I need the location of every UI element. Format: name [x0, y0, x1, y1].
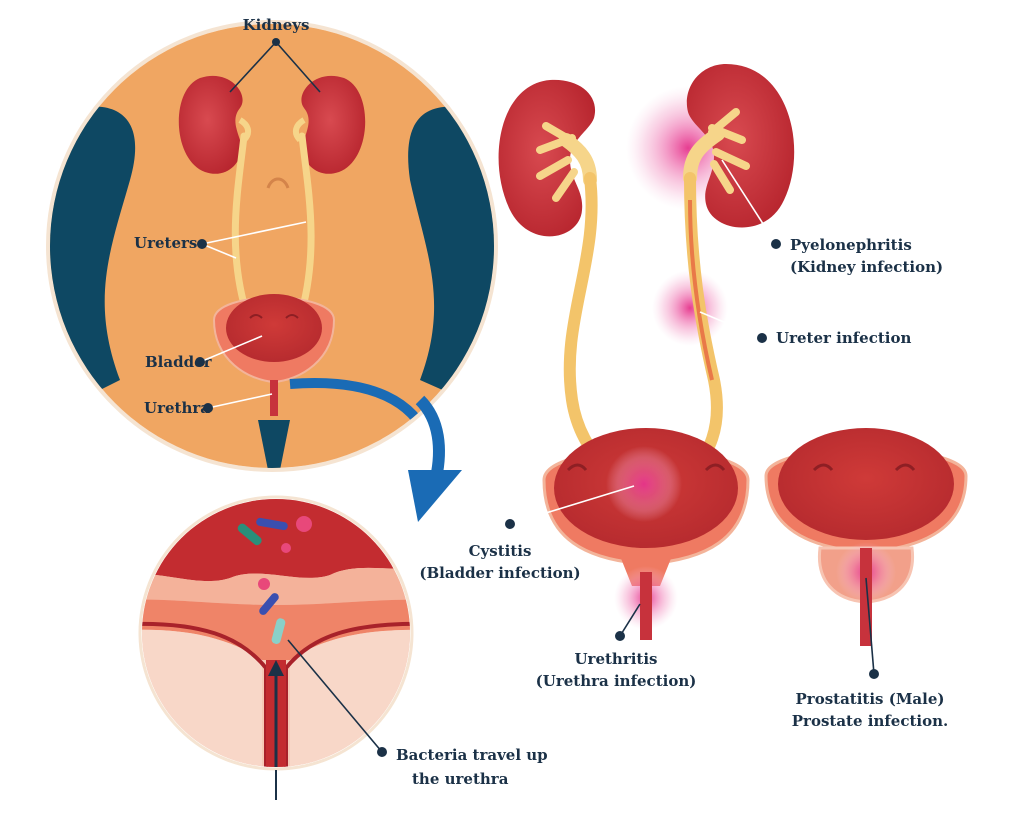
label-ureter-infection: Ureter infection	[776, 329, 911, 347]
label-cystitis-line1: Cystitis	[469, 542, 532, 560]
bacterium-rod-1	[237, 523, 262, 546]
bacterium-rod-4	[271, 618, 286, 644]
label-prostatitis-group: Prostatitis (Male) Prostate infection.	[792, 577, 948, 730]
right-kidney	[292, 75, 366, 174]
right-panel-bladder	[542, 428, 750, 586]
label-cystitis-line2: (Bladder infection)	[419, 564, 580, 582]
label-urethritis-group: Urethritis (Urethra infection)	[536, 603, 697, 690]
bacterium-rod-3	[259, 593, 279, 615]
label-ureter-infection-group: Ureter infection	[699, 311, 911, 347]
label-urethra: Urethra	[144, 399, 210, 417]
label-pyelonephritis-line1: Pyelonephritis	[790, 236, 912, 254]
label-bacteria-line2: the urethra	[412, 770, 509, 788]
label-bladder-group: Bladder	[145, 335, 263, 371]
label-ureters: Ureters	[134, 234, 197, 252]
zoom-arrow-head	[408, 470, 462, 522]
left-ureter	[231, 132, 252, 322]
right-ureter	[296, 132, 315, 322]
prostate-bladder	[764, 428, 968, 646]
right-panel-left-kidney	[498, 79, 597, 237]
label-ureters-group: Ureters	[134, 221, 307, 259]
label-bladder: Bladder	[145, 353, 213, 371]
bacterium-rod-2	[256, 517, 288, 531]
label-pyelonephritis-line2: (Kidney infection)	[790, 258, 943, 276]
bacterium-coccus-1	[296, 516, 312, 532]
leg-gap-shape	[258, 420, 290, 468]
label-kidneys: Kidneys	[243, 16, 310, 34]
label-urethritis-line1: Urethritis	[574, 650, 657, 668]
urinary-system-infection	[498, 64, 968, 646]
right-panel-urethra	[640, 572, 652, 640]
label-cystitis-group: Cystitis (Bladder infection)	[419, 485, 635, 582]
label-bacteria-group: Bacteria travel up the urethra	[287, 639, 548, 788]
bacterium-coccus-2	[281, 543, 291, 553]
bladder-infection-glow	[606, 446, 682, 522]
small-bladder	[212, 294, 336, 416]
bacterium-coccus-3	[258, 578, 270, 590]
label-urethra-group: Urethra	[144, 393, 273, 417]
label-prostatitis-line1: Prostatitis (Male)	[796, 690, 945, 708]
label-urethritis-line2: (Urethra infection)	[536, 672, 697, 690]
label-kidneys-group: Kidneys	[229, 16, 321, 93]
label-pyelonephritis-group: Pyelonephritis (Kidney infection)	[721, 159, 943, 276]
anatomy-overview-circle	[46, 20, 498, 472]
label-prostatitis-line2: Prostate infection.	[792, 712, 948, 730]
label-bacteria-line1: Bacteria travel up	[396, 746, 548, 764]
zoom-arrow	[408, 395, 462, 522]
